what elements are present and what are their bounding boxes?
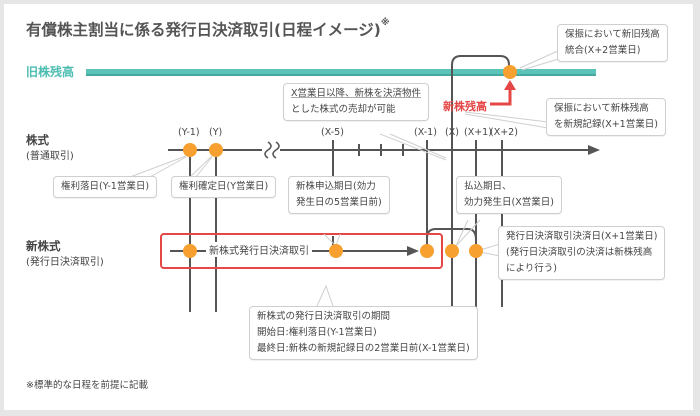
callout-line: 最終日:新株の新規記録日の2営業日前(X-1営業日)	[257, 343, 470, 354]
trading-period-box	[160, 233, 443, 269]
wave-break-icon	[264, 141, 280, 159]
callout-line: により行う)	[506, 263, 558, 274]
callout-new-record: 保振において新株残高 を新規記録(X+1営業日)	[546, 98, 666, 136]
callout-pointers	[129, 49, 563, 307]
red-arrow-shaft	[490, 88, 512, 106]
y-dot	[209, 143, 223, 157]
callout-settlement-date: 発行日決済取引決済日(X+1営業日) (発行日決済取引の決済は新株残高 により行…	[498, 226, 666, 280]
tick-label: (X+2)	[490, 127, 518, 138]
title-note-mark: ※	[380, 18, 390, 28]
callout-line: X営業日以降、新株を決済物件	[291, 88, 422, 99]
tick-label: (X-1)	[414, 127, 437, 138]
stock-row-title: 株式	[26, 133, 49, 147]
tick-label: (Y)	[209, 127, 223, 138]
new-stock-row-subtitle: (発行日決済取引)	[26, 257, 104, 268]
callout-line: 開始日:権利落日(Y-1営業日)	[257, 327, 377, 338]
old-balance-label: 旧株残高	[26, 65, 75, 79]
callout-trading-period: 新株式の発行日決済取引の期間 開始日:権利落日(Y-1営業日) 最終日:新株の新…	[249, 306, 478, 360]
callout-ex-rights-date: 権利落日(Y-1営業日)	[53, 176, 158, 198]
callout-line: とした株式の売却が可能	[291, 104, 396, 115]
tick-label: (Y-1)	[178, 127, 200, 138]
callout-line: 統合(X+2営業日)	[565, 45, 641, 56]
tick-label: (X-5)	[321, 127, 344, 138]
subscription-dot	[329, 244, 343, 258]
callout-line: 発生日の5営業日前)	[296, 197, 382, 208]
stock-row-subtitle: (普通取引)	[26, 151, 74, 162]
callout-line: 新株申込期日(効力	[296, 181, 376, 192]
new-balance-label: 新株残高	[443, 100, 487, 113]
new-balance-bracket	[451, 55, 510, 140]
new-stock-start-dot	[183, 244, 197, 258]
old-balance-bar	[86, 69, 596, 75]
tick-label: (X+1)	[464, 127, 492, 138]
merge-dot	[503, 65, 517, 79]
callout-line: 権利落日(Y-1営業日)	[61, 181, 150, 192]
footnote: ※標準的な日程を前提に記載	[26, 380, 148, 391]
callout-line: 効力発生日(X営業日)	[464, 197, 554, 208]
callout-record-date: 権利確定日(Y営業日)	[171, 176, 277, 198]
new-stock-trading-label: 新株式発行日決済取引	[206, 242, 312, 257]
x-1-dot	[420, 244, 434, 258]
new-stock-timeline-arrowhead	[407, 246, 419, 256]
callout-line: 権利確定日(Y営業日)	[179, 181, 269, 192]
stock-timeline-arrowhead	[588, 145, 600, 155]
callout-line: 新株式の発行日決済取引の期間	[257, 311, 391, 322]
callout-subscription-date: 新株申込期日(効力 発生日の5営業日前)	[288, 176, 390, 214]
callout-line: (発行日決済取引の決済は新株残高	[506, 247, 653, 258]
callout-payment-date: 払込期日、 効力発生日(X営業日)	[456, 176, 562, 214]
callout-line: 保振において新旧残高	[565, 29, 660, 40]
new-stock-row-title: 新株式	[26, 239, 61, 253]
callout-sale-possible: X営業日以降、新株を決済物件 とした株式の売却が可能	[283, 83, 430, 121]
x+1-dot	[469, 244, 483, 258]
wave-break-mask	[262, 140, 280, 160]
x-dot	[445, 244, 459, 258]
callout-consolidation: 保振において新旧残高 統合(X+2営業日)	[557, 24, 668, 62]
old-balance-bar-shadow	[86, 74, 596, 76]
callout-line: を新規記録(X+1営業日)	[554, 119, 658, 130]
red-arrow-head	[504, 80, 516, 90]
callout-line: 発行日決済取引決済日(X+1営業日)	[506, 231, 658, 242]
y-1-dot	[183, 143, 197, 157]
callout-line: 払込期日、	[464, 181, 512, 192]
callout-line: 保振において新株残高	[554, 103, 649, 114]
tick-label: (X)	[445, 127, 459, 138]
diagram-title: 有償株主割当に係る発行日決済取引(日程イメージ)※	[26, 18, 390, 40]
event-dots	[183, 65, 517, 258]
title-text: 有償株主割当に係る発行日決済取引(日程イメージ)	[26, 21, 381, 39]
